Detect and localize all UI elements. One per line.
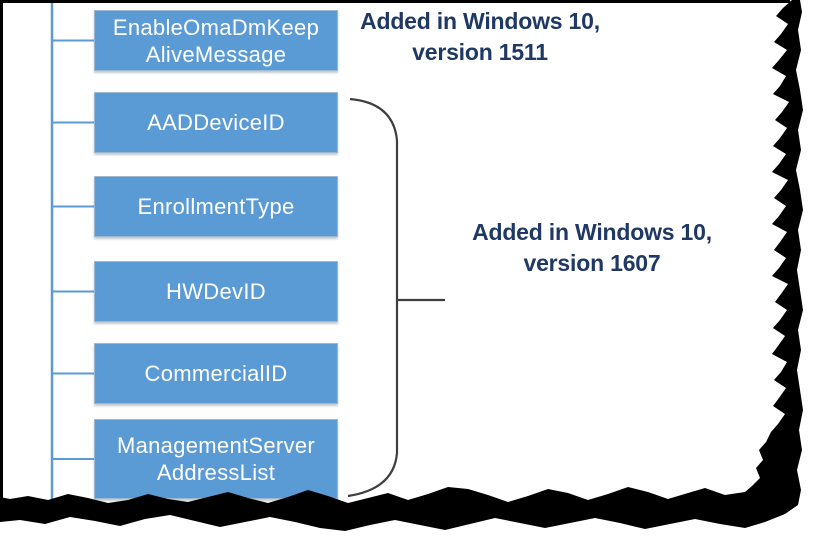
node-hw-dev-id: HWDevID bbox=[94, 261, 338, 322]
node-label: EnableOmaDmKeep bbox=[112, 14, 320, 40]
node-label: AliveMessage bbox=[145, 41, 287, 67]
annotation-line: Added in Windows 10, bbox=[360, 8, 600, 34]
node-commercial-id: CommercialID bbox=[94, 343, 338, 404]
torn-edge-top bbox=[0, 0, 790, 3]
node-label: ManagementServer bbox=[116, 433, 315, 458]
node-label: AADDeviceID bbox=[147, 110, 285, 135]
annotation-version-1511: Added in Windows 10, version 1511 bbox=[345, 6, 615, 68]
node-management-server-address-list: ManagementServer AddressList bbox=[94, 419, 338, 499]
node-aad-device-id: AADDeviceID bbox=[94, 92, 338, 153]
annotation-line: Added in Windows 10, bbox=[472, 219, 712, 245]
annotation-version-1607: Added in Windows 10, version 1607 bbox=[457, 217, 727, 279]
node-label: EnrollmentType bbox=[137, 194, 295, 219]
annotation-line: version 1511 bbox=[412, 39, 548, 65]
node-label: CommercialID bbox=[144, 361, 288, 386]
torn-edge-left bbox=[0, 0, 3, 500]
grouping-brace bbox=[347, 97, 399, 498]
node-label: HWDevID bbox=[166, 279, 266, 304]
node-enrollment-type: EnrollmentType bbox=[94, 176, 338, 237]
annotation-line: version 1607 bbox=[523, 250, 661, 276]
node-enable-oma-dm-keep-alive-message: EnableOmaDmKeep AliveMessage bbox=[94, 10, 338, 71]
node-label: AddressList bbox=[156, 460, 276, 485]
